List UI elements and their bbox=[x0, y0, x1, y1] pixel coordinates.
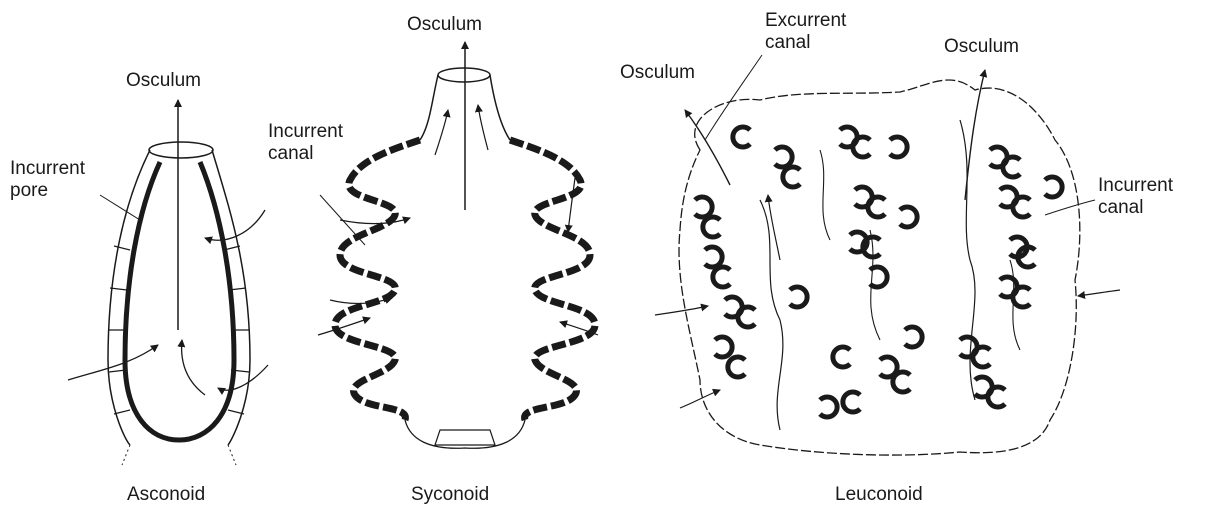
leuconoid-chambers bbox=[695, 127, 1062, 417]
asconoid-osculum-label: Osculum bbox=[126, 70, 201, 92]
leuconoid-osculum-left-label: Osculum bbox=[620, 62, 695, 84]
syconoid-caption: Syconoid bbox=[411, 484, 489, 506]
leuconoid-osculum-right-label: Osculum bbox=[944, 36, 1019, 58]
asconoid-inner-wall bbox=[125, 162, 234, 440]
syconoid-left-canals bbox=[335, 140, 420, 420]
leuconoid-osculum-left-arrow bbox=[685, 110, 730, 185]
asconoid-osculum-rim bbox=[149, 142, 213, 158]
leuconoid-diagram bbox=[655, 55, 1120, 455]
syconoid-incurrent-canal-label: Incurrent canal bbox=[268, 121, 343, 165]
asconoid-incurrent-pore-label: Incurrent pore bbox=[10, 158, 85, 202]
syconoid-osculum-label: Osculum bbox=[407, 14, 482, 36]
syconoid-diagram bbox=[318, 42, 598, 448]
leuconoid-excurrent-canal-label: Excurrent canal bbox=[765, 10, 846, 54]
syconoid-right-canals bbox=[510, 140, 595, 420]
leuconoid-caption: Leuconoid bbox=[835, 484, 923, 506]
asconoid-caption: Asconoid bbox=[127, 484, 205, 506]
leuconoid-incurrent-canal-label: Incurrent canal bbox=[1098, 175, 1173, 219]
asconoid-diagram bbox=[68, 100, 268, 465]
